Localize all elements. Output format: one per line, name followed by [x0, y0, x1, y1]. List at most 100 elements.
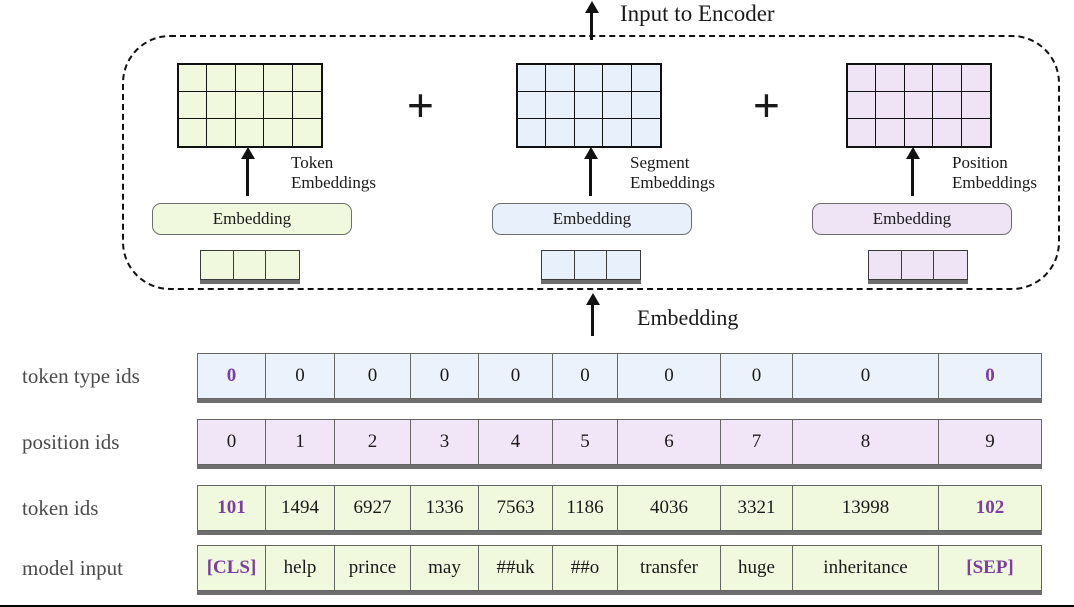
matrix-cell [574, 65, 604, 92]
table-cell: 8 [793, 420, 939, 464]
matrix-cell [961, 92, 990, 119]
position-embeddings-matrix [846, 63, 992, 148]
matrix-cell [207, 92, 236, 119]
matrix-cell [518, 65, 547, 92]
matrix-cell [574, 92, 604, 119]
matrix-cell [603, 119, 632, 146]
table-cell: 2 [335, 420, 411, 464]
matrix-cell [603, 65, 632, 92]
matrix-cell [207, 119, 236, 146]
row-label-token-type-ids: token type ids [22, 364, 140, 388]
matrix-cell [518, 119, 547, 146]
segment-embedding-layer-label: Embedding [552, 209, 632, 228]
arrow-token-embedding-icon [246, 156, 249, 196]
matrix-cell [904, 65, 934, 92]
plus-icon: + [407, 79, 434, 131]
table-cell: inheritance [793, 546, 939, 590]
matrix-cell [603, 92, 632, 119]
matrix-cell [207, 65, 236, 92]
table-cell: 1186 [553, 486, 618, 530]
table-cell: prince [335, 546, 411, 590]
matrix-cell [264, 92, 293, 119]
arrow-segment-embedding-icon [589, 156, 592, 196]
matrix-cell [632, 119, 660, 146]
matrix-cell [179, 92, 208, 119]
table-cell: 3321 [721, 486, 793, 530]
row-label-position-ids: position ids [22, 430, 120, 454]
token-input-strip [200, 250, 300, 280]
table-cell: 13998 [793, 486, 939, 530]
position-embeddings-caption: Position Embeddings [952, 153, 1037, 192]
strip-cell [542, 251, 575, 279]
matrix-cell [235, 65, 265, 92]
matrix-cell [179, 119, 208, 146]
token-embedding-layer[interactable]: Embedding [152, 203, 352, 235]
segment-input-strip [541, 250, 641, 280]
table-cell: 0 [335, 354, 411, 398]
position-embedding-layer[interactable]: Embedding [812, 203, 1012, 235]
matrix-cell [848, 119, 877, 146]
matrix-cell [546, 92, 575, 119]
row-label-model-input: model input [22, 556, 123, 580]
table-cell: 0 [411, 354, 479, 398]
table-cell: 4036 [618, 486, 721, 530]
caption-line-2: Embeddings [291, 172, 376, 192]
strip-cell [201, 251, 234, 279]
table-cell: 9 [985, 431, 995, 452]
row-label-token-ids: token ids [22, 496, 99, 520]
segment-embeddings-caption: Segment Embeddings [630, 153, 715, 192]
matrix-cell [961, 65, 990, 92]
matrix-cell [933, 65, 962, 92]
segment-embedding-layer[interactable]: Embedding [492, 203, 692, 235]
table-cell: [CLS] [198, 546, 266, 590]
matrix-cell [962, 119, 990, 146]
matrix-cell [876, 119, 905, 146]
matrix-cell [292, 65, 321, 92]
table-cell: 0 [266, 354, 335, 398]
embedding-step-label: Embedding [637, 305, 739, 330]
table-cell: 0 [721, 354, 793, 398]
strip-cell [234, 251, 267, 279]
table-cell: huge [721, 546, 793, 590]
table-cell: 4 [479, 420, 553, 464]
table-cell: 0 [479, 354, 553, 398]
matrix-cell [236, 119, 265, 146]
table-cell: 6 [618, 420, 721, 464]
position-embedding-layer-label: Embedding [872, 209, 952, 228]
plus-icon: + [753, 79, 780, 131]
arrow-to-embedding-icon [591, 302, 594, 336]
table-cell: 1336 [411, 486, 479, 530]
strip-cell [934, 251, 967, 279]
token-embeddings-matrix [177, 63, 323, 148]
matrix-cell [631, 65, 660, 92]
caption-line-2: Embeddings [630, 172, 715, 192]
strip-cell [902, 251, 935, 279]
table-cell: 1 [266, 420, 335, 464]
matrix-cell [292, 92, 321, 119]
table-cell: help [266, 546, 335, 590]
table-cell: 7563 [479, 486, 553, 530]
matrix-cell [933, 92, 962, 119]
matrix-cell [518, 92, 547, 119]
table-cell: 7 [721, 420, 793, 464]
matrix-cell [631, 92, 660, 119]
strip-cell [266, 251, 299, 279]
matrix-cell [933, 119, 962, 146]
table-cell: may [411, 546, 479, 590]
matrix-cell [904, 92, 934, 119]
matrix-cell [546, 65, 575, 92]
table-cell: 6927 [335, 486, 411, 530]
strip-cell [575, 251, 608, 279]
arrow-position-embedding-icon [911, 156, 914, 196]
caption-line-2: Embeddings [952, 172, 1037, 192]
position-input-strip [868, 250, 968, 280]
table-cell: 0 [553, 354, 618, 398]
matrix-cell [235, 92, 265, 119]
caption-line-1: Position [952, 153, 1008, 172]
table-cell: 3 [411, 420, 479, 464]
table-cell: 0 [985, 365, 995, 386]
matrix-cell [293, 119, 321, 146]
